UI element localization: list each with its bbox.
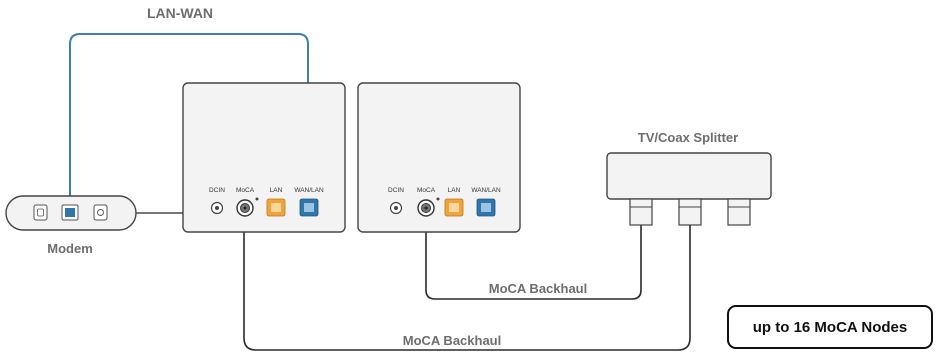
splitter-port-2 xyxy=(678,198,702,226)
router-1-lan-label: LAN xyxy=(270,187,283,194)
splitter-label: TV/Coax Splitter xyxy=(638,130,738,145)
modem-label: Modem xyxy=(47,241,93,256)
router-2-body xyxy=(357,82,521,233)
router-2-wanlan-label: WAN/LAN xyxy=(471,187,501,194)
splitter-port-1 xyxy=(629,198,653,226)
moca-backhaul-cable-inner xyxy=(425,214,642,300)
router-1-wanlan-label: WAN/LAN xyxy=(294,187,324,194)
modem-power-port xyxy=(93,204,108,221)
lan-wan-label: LAN-WAN xyxy=(147,5,213,21)
router-1-dcin-label: DCIN xyxy=(209,187,225,194)
modem xyxy=(5,195,137,231)
moca-nodes-callout: up to 16 MoCA Nodes xyxy=(727,305,933,349)
modem-phone-port xyxy=(33,204,48,221)
router-2: DCIN MoCA LAN WAN/LAN xyxy=(357,82,521,233)
moca-backhaul-label-1: MoCA Backhaul xyxy=(489,281,587,296)
moca-backhaul-label-2: MoCA Backhaul xyxy=(403,333,501,348)
router-2-moca-label: MoCA xyxy=(417,187,436,194)
router-1-body xyxy=(182,82,346,233)
coax-splitter xyxy=(606,152,772,226)
moca-backhaul-cable-outer xyxy=(243,214,691,351)
splitter-body xyxy=(606,152,772,200)
lan-wan-cable xyxy=(69,33,309,212)
router-2-dcin-label: DCIN xyxy=(388,187,404,194)
router-1-moca-label: MoCA xyxy=(236,187,255,194)
router-2-lan-label: LAN xyxy=(448,187,461,194)
splitter-port-3 xyxy=(727,198,751,226)
router-1: DCIN MoCA LAN WAN/LAN xyxy=(182,82,346,233)
